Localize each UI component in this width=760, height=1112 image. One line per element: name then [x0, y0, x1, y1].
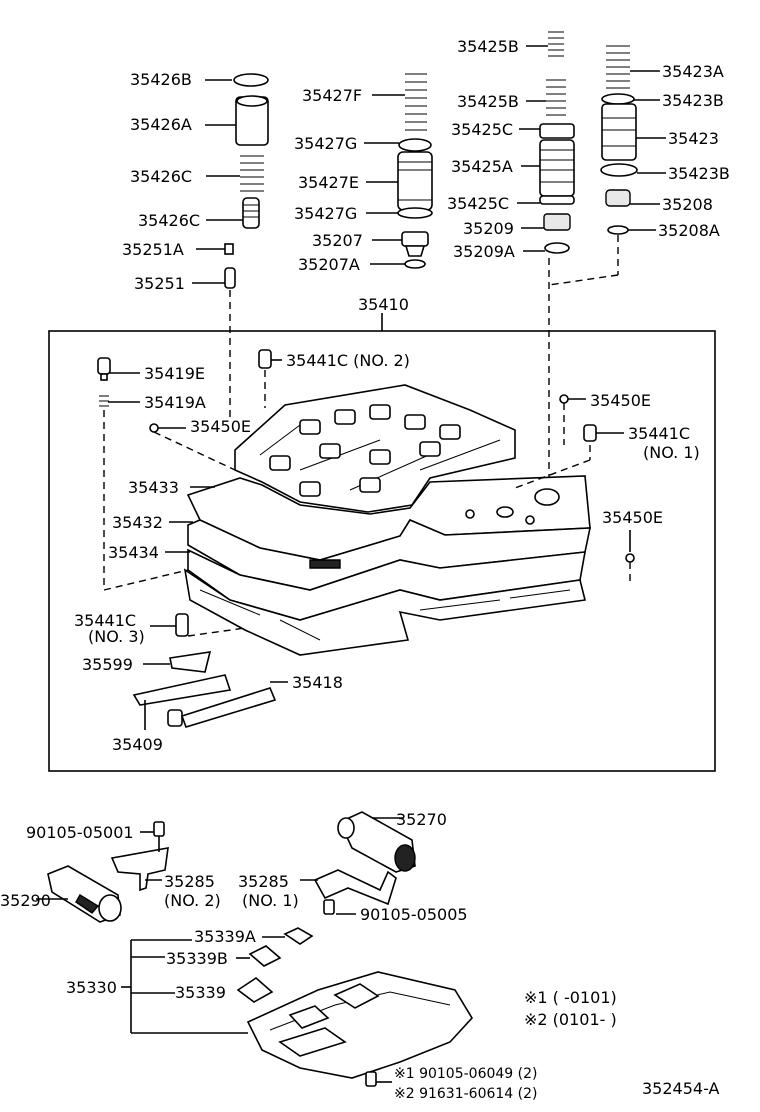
label-35423B-1: 35423B	[662, 91, 724, 110]
label-35270: 35270	[396, 810, 447, 829]
upper-valve-body	[234, 384, 516, 513]
valve-assembly-35426	[224, 73, 269, 420]
label-35330: 35330	[66, 978, 117, 997]
label-35251A: 35251A	[122, 240, 184, 259]
label-35441C-no1-sub: (NO. 1)	[643, 443, 700, 462]
valve-assembly-35423	[548, 45, 638, 286]
label-35207: 35207	[312, 231, 363, 250]
label-35290: 35290	[0, 891, 51, 910]
note-2: ※2 (0101- )	[524, 1010, 617, 1029]
label-90105-05001: 90105-05001	[26, 823, 134, 842]
label-35425B-1: 35425B	[457, 37, 519, 56]
label-35432: 35432	[112, 513, 163, 532]
leader-lines-top	[192, 45, 666, 331]
label-35285-no2-sub: (NO. 2)	[164, 891, 221, 910]
label-35423B-2: 35423B	[668, 164, 730, 183]
label-35285-no1: 35285	[238, 872, 289, 891]
label-35339: 35339	[175, 983, 226, 1002]
lower-valve-body	[183, 568, 586, 656]
note-1: ※1 ( -0101)	[524, 988, 617, 1007]
solenoid-35290	[36, 865, 122, 923]
label-35450E-3: 35450E	[602, 508, 663, 527]
part-labels: 35426B 35426A 35426C 35426C 35251A 35251…	[0, 37, 730, 1102]
label-35425C-1: 35425C	[451, 120, 513, 139]
separator-plates	[186, 475, 591, 621]
label-35419A: 35419A	[144, 393, 206, 412]
valve-body-assembly-box	[48, 330, 716, 772]
label-35599: 35599	[82, 655, 133, 674]
leader-lines-lower	[121, 831, 285, 1034]
label-35423A: 35423A	[662, 62, 724, 81]
label-bolt-2: ※2 91631-60614 (2)	[394, 1086, 538, 1102]
valve-assembly-35427	[397, 73, 433, 269]
label-35339A: 35339A	[194, 927, 256, 946]
label-90105-05005: 90105-05005	[360, 905, 468, 924]
label-35208A: 35208A	[658, 221, 720, 240]
dashed-guides	[103, 370, 631, 637]
label-35410: 35410	[358, 295, 409, 314]
leader-lines-box	[108, 359, 631, 730]
label-35285-no1-sub: (NO. 1)	[242, 891, 299, 910]
bracket-35285-no2	[110, 821, 169, 892]
gaskets-35339	[236, 927, 314, 1003]
label-35208: 35208	[662, 195, 713, 214]
label-35339B: 35339B	[166, 949, 228, 968]
label-35209: 35209	[463, 219, 514, 238]
label-35285-no2: 35285	[164, 872, 215, 891]
label-35426C-2: 35426C	[138, 211, 200, 230]
small-parts-box	[97, 349, 635, 728]
label-35427E: 35427E	[298, 173, 359, 192]
label-35441C-no2: 35441C (NO. 2)	[286, 351, 410, 370]
label-35426B: 35426B	[130, 70, 192, 89]
label-35426C-1: 35426C	[130, 167, 192, 186]
label-35419E: 35419E	[144, 364, 205, 383]
label-35441C-no3-sub: (NO. 3)	[88, 627, 145, 646]
label-35450E-2: 35450E	[590, 391, 651, 410]
label-35434: 35434	[108, 543, 159, 562]
label-bolt-1: ※1 90105-06049 (2)	[394, 1066, 538, 1082]
label-35423: 35423	[668, 129, 719, 148]
label-35425A: 35425A	[451, 157, 513, 176]
label-35425C-2: 35425C	[447, 194, 509, 213]
label-35427F: 35427F	[302, 86, 362, 105]
label-35426A: 35426A	[130, 115, 192, 134]
label-35409: 35409	[112, 735, 163, 754]
label-35251: 35251	[134, 274, 185, 293]
label-35427G-2: 35427G	[294, 204, 357, 223]
label-35441C-no3: 35441C	[74, 611, 136, 630]
label-35433: 35433	[128, 478, 179, 497]
valve-assembly-35425	[539, 31, 575, 480]
figure-id: 352454-A	[642, 1079, 720, 1098]
label-35207A: 35207A	[298, 255, 360, 274]
bolt-bottom	[365, 1071, 392, 1087]
label-35450E-1: 35450E	[190, 417, 251, 436]
label-35425B-2: 35425B	[457, 92, 519, 111]
label-35441C-no1: 35441C	[628, 424, 690, 443]
oil-strainer-35330	[246, 971, 473, 1079]
bracket-35285-no1	[300, 869, 397, 915]
solenoid-35270	[337, 811, 416, 873]
label-35209A: 35209A	[453, 242, 515, 261]
label-35418: 35418	[292, 673, 343, 692]
label-35427G-1: 35427G	[294, 134, 357, 153]
